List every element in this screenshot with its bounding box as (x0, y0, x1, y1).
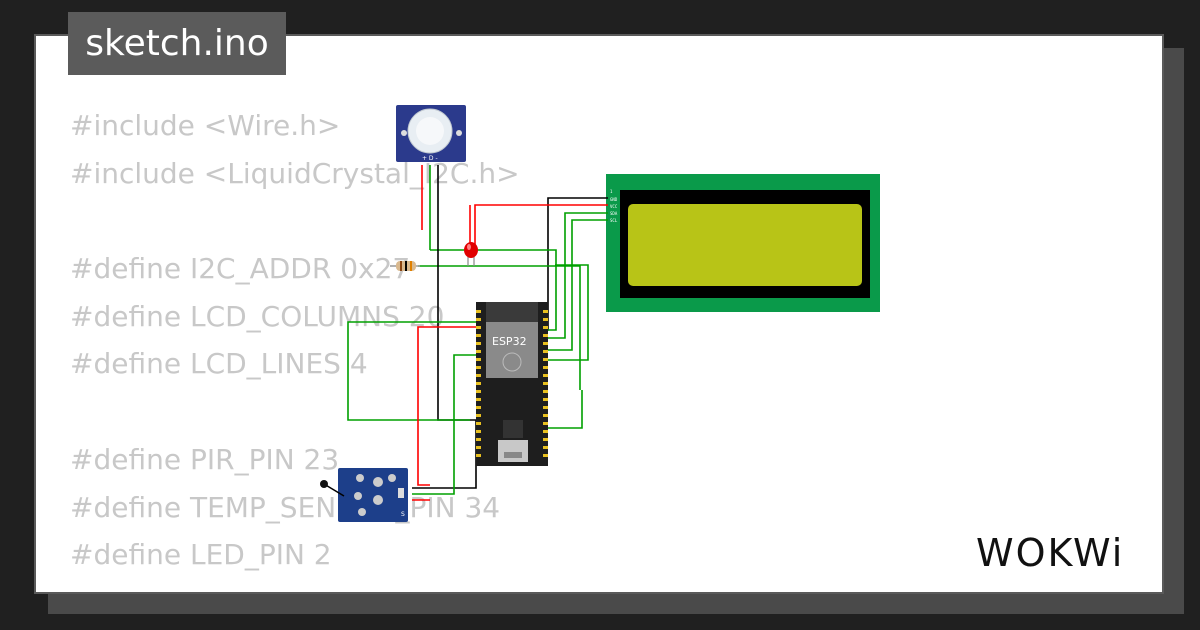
red-led[interactable] (464, 242, 478, 266)
code-line: #define I2C_ADDR 0x27 (70, 252, 411, 286)
esp32-pins-right (543, 310, 548, 457)
code-line: #include <Wire.h> (70, 109, 341, 142)
code-line: #define TEMP_SENSOR_PIN 34 (70, 490, 501, 524)
wire-right-green (546, 264, 589, 361)
code-line: #define LCD_LINES 4 (70, 347, 368, 381)
pir-pin-labels: + D - (422, 155, 438, 162)
temperature-sensor-module[interactable]: S (320, 468, 408, 522)
lcd-pin-label: SDA (610, 211, 618, 216)
code-line: #define LCD_COLUMNS 20 (70, 299, 445, 333)
wokwi-logo-text: WOKWi (976, 531, 1124, 574)
code-line: #define PIR_PIN 23 (70, 442, 340, 476)
wire-left-green (347, 321, 476, 421)
lcd-pin-labels: 1 GND VCC SDA SCL (610, 189, 618, 223)
code-background: #include <Wire.h> #include <LiquidCrysta… (70, 102, 520, 579)
lcd-pin-label: 1 (610, 189, 613, 194)
wire-resistor-green (418, 265, 581, 390)
wire-temp-black (412, 420, 477, 489)
pir-sensor[interactable]: + D - (396, 105, 466, 162)
resistor[interactable] (390, 261, 420, 271)
wire-lcd-vcc (474, 204, 608, 250)
esp32-pins-left (476, 310, 481, 457)
wire-right-green-2 (546, 390, 583, 429)
wire-lcd-sda (546, 212, 608, 339)
wire-lcd-gnd (545, 197, 608, 331)
lcd-display[interactable]: 1 GND VCC SDA SCL (606, 174, 880, 312)
wire-lcd-scl (546, 219, 608, 351)
sketch-tab-title[interactable]: sketch.ino (68, 12, 286, 75)
esp32-board[interactable]: ESP32 (476, 302, 548, 466)
wire-temp-red (417, 326, 476, 486)
wire-temp-green (412, 354, 476, 495)
wire-pir-black (437, 165, 476, 421)
lcd-pin-label: GND (610, 197, 618, 202)
lcd-pin-label: SCL (610, 218, 618, 223)
preview-card: #include <Wire.h> #include <LiquidCrysta… (34, 34, 1164, 594)
lcd-pin-label: VCC (610, 204, 618, 209)
code-line: #define LED_PIN 2 (70, 538, 332, 572)
wires (347, 165, 608, 501)
temp-pin-label: S (401, 511, 405, 518)
wire-led-green (430, 249, 557, 331)
wokwi-logo: WOKWi (976, 531, 1124, 574)
esp32-label: ESP32 (492, 335, 527, 348)
code-line: #include <LiquidCrystal_I2C.h> (70, 156, 520, 190)
